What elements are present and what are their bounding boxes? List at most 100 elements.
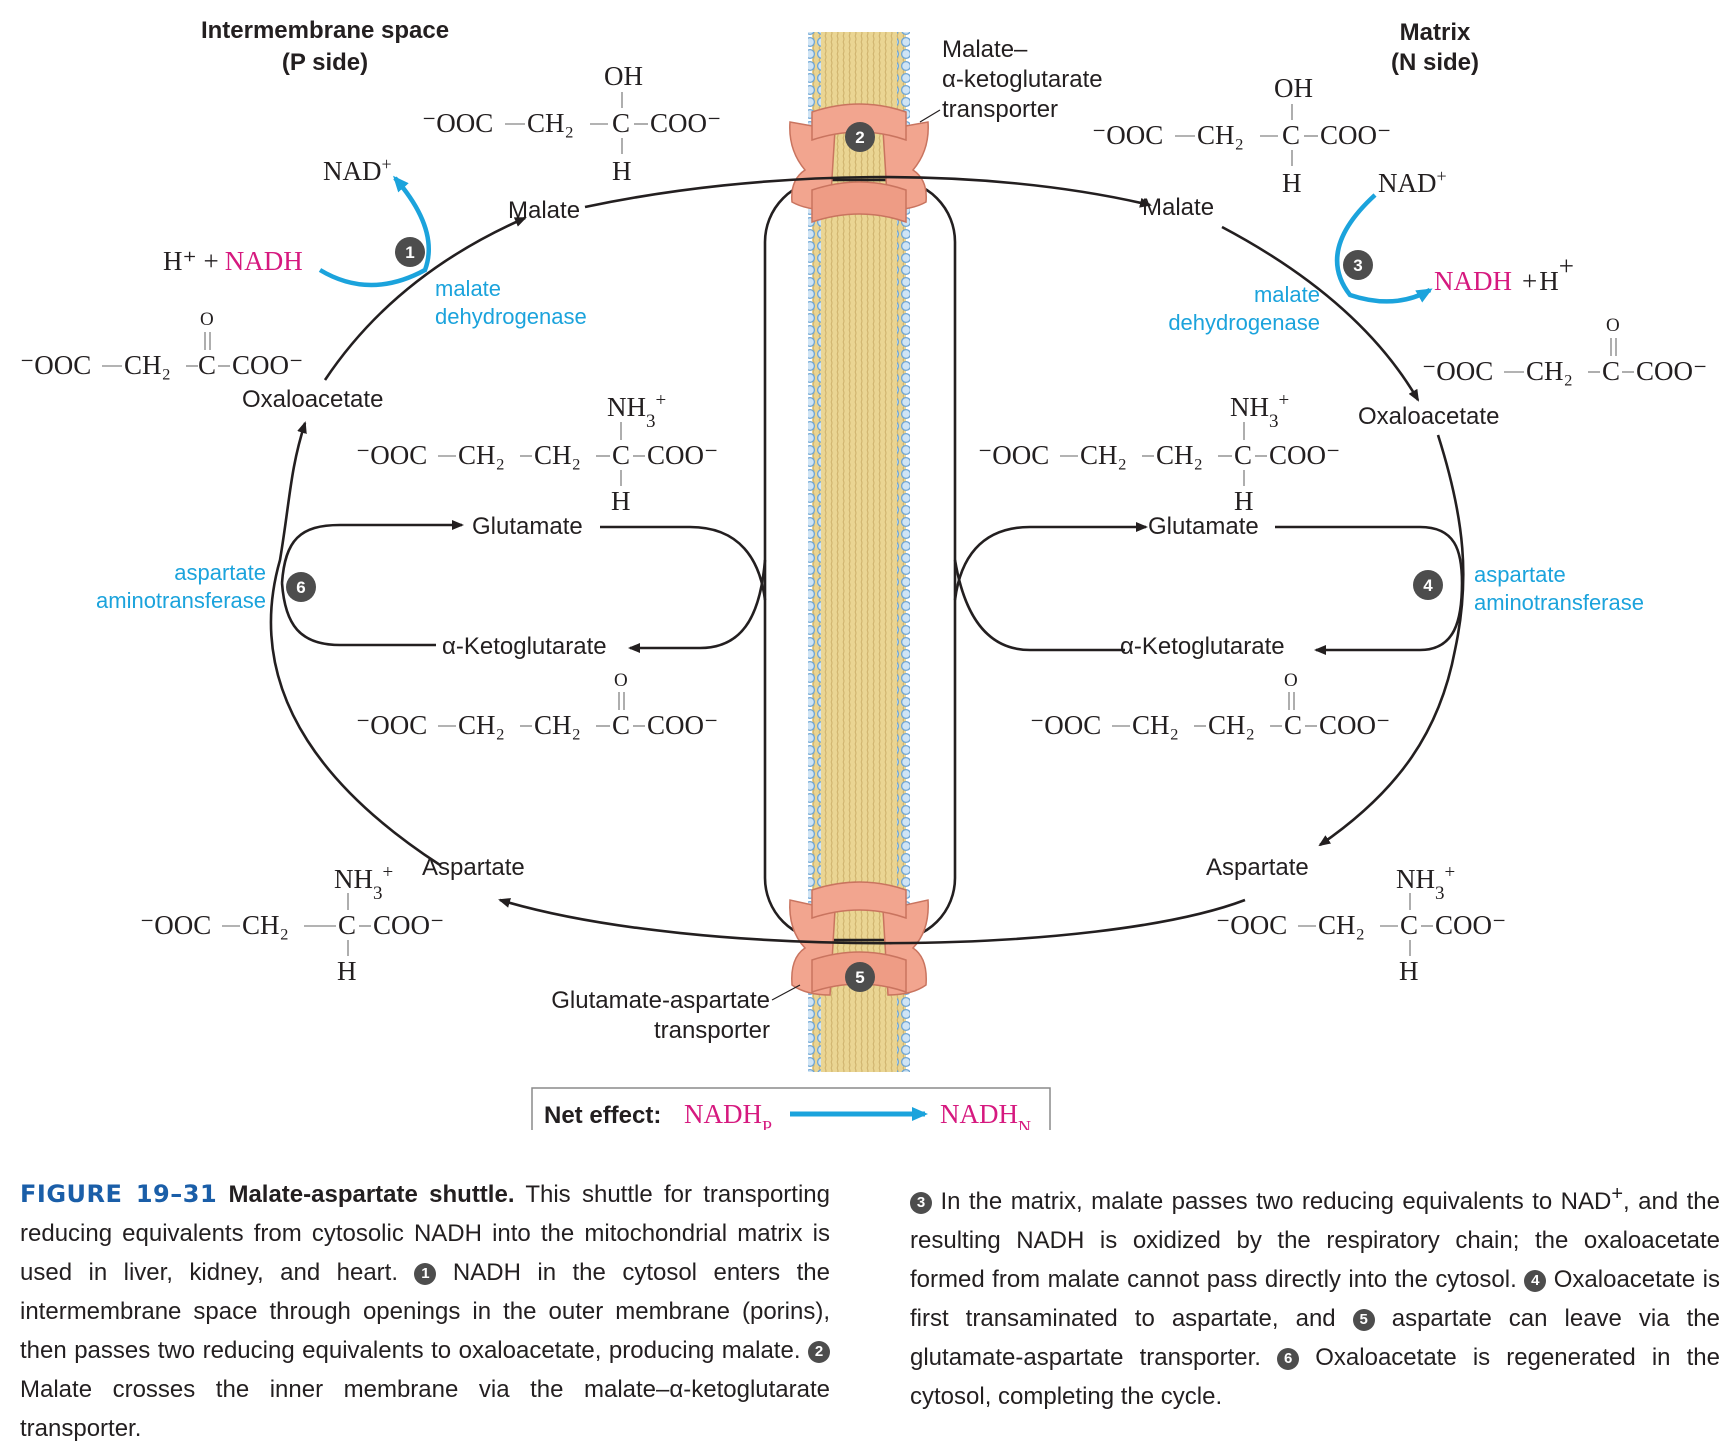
svg-text:CH₂: CH₂ bbox=[458, 710, 505, 740]
shuttle-diagram: Intermembrane space (P side) Matrix (N s… bbox=[20, 17, 1707, 1130]
svg-text:4: 4 bbox=[1423, 576, 1433, 595]
step-marker-1: 1 bbox=[395, 237, 425, 267]
svg-text:COO⁻: COO⁻ bbox=[1269, 440, 1340, 470]
malate-structure-left: OH ⁻OOC CH₂ C COO⁻ H bbox=[422, 61, 721, 186]
svg-text:NH3+: NH3+ bbox=[1230, 390, 1289, 432]
svg-text:CH₂: CH₂ bbox=[1197, 120, 1244, 150]
arrow-malate-transport bbox=[584, 175, 1152, 209]
step-marker-6: 6 bbox=[286, 572, 316, 602]
arrow-aspartate-to-oxaloacetate bbox=[269, 421, 441, 867]
svg-text:O: O bbox=[1284, 670, 1298, 691]
svg-text:COO⁻: COO⁻ bbox=[1320, 120, 1391, 150]
svg-text:CH₂: CH₂ bbox=[534, 710, 581, 740]
ga-transporter-label-2: transporter bbox=[654, 1017, 770, 1044]
svg-text:NH3+: NH3+ bbox=[1396, 862, 1455, 904]
ga-transporter-label-1: Glutamate-aspartate bbox=[551, 987, 770, 1014]
svg-text:CH₂: CH₂ bbox=[124, 350, 171, 380]
aspartate-label-left: Aspartate bbox=[422, 854, 525, 881]
caption-step-5-icon: 5 bbox=[1352, 1309, 1375, 1331]
aspartate-structure-left: NH3+ ⁻OOC CH₂ C COO⁻ H bbox=[140, 862, 444, 987]
nadh-h-plus-right: NADH+H+ bbox=[1434, 251, 1574, 296]
caption-step-6-icon: 6 bbox=[1277, 1348, 1300, 1370]
svg-text:1: 1 bbox=[405, 243, 414, 262]
figure-title: Malate-aspartate shuttle. bbox=[228, 1181, 515, 1208]
svg-text:H: H bbox=[611, 486, 631, 516]
malate-dh-label-right-1: malate bbox=[1254, 282, 1320, 307]
svg-text:OH: OH bbox=[1274, 73, 1313, 103]
svg-text:⁻OOC: ⁻OOC bbox=[356, 710, 427, 740]
svg-text:O: O bbox=[200, 309, 214, 330]
svg-text:CH₂: CH₂ bbox=[1132, 710, 1179, 740]
p-side-title: Intermembrane space bbox=[201, 17, 449, 44]
asp-at-label-right-1: aspartate bbox=[1474, 562, 1566, 587]
figure-caption: FIGURE 19–31 Malate-aspartate shuttle. T… bbox=[20, 1175, 1721, 1442]
oxaloacetate-structure-left: O ⁻OOC CH₂ C COO⁻ bbox=[20, 309, 303, 380]
net-effect-box: Net effect: NADHP NADHN bbox=[531, 1087, 1051, 1130]
glutamate-label-right: Glutamate bbox=[1148, 513, 1259, 540]
arrow-glutamate-to-membrane-left bbox=[600, 525, 767, 601]
caption-step-4-icon: 4 bbox=[1524, 1270, 1547, 1292]
step-marker-5: 5 bbox=[845, 962, 875, 992]
arrow-to-left-ketoglutarate bbox=[280, 582, 436, 647]
malate-label-left: Malate bbox=[508, 197, 580, 224]
svg-text:C: C bbox=[612, 440, 630, 470]
asp-at-label-left-1: aspartate bbox=[174, 560, 266, 585]
arrow-aspartate-transport bbox=[498, 898, 1246, 945]
svg-text:2: 2 bbox=[855, 128, 864, 147]
svg-text:CH₂: CH₂ bbox=[534, 440, 581, 470]
svg-text:⁻OOC: ⁻OOC bbox=[140, 910, 211, 940]
caption-step-3b: , and the resulting NADH is oxidized by … bbox=[910, 1188, 1720, 1293]
svg-text:C: C bbox=[1284, 710, 1302, 740]
svg-text:C: C bbox=[1282, 120, 1300, 150]
svg-text:H: H bbox=[1234, 486, 1254, 516]
svg-text:COO⁻: COO⁻ bbox=[647, 440, 718, 470]
malate-dh-label-right-2: dehydrogenase bbox=[1168, 310, 1320, 335]
p-side-subtitle: (P side) bbox=[282, 49, 368, 76]
svg-text:CH₂: CH₂ bbox=[1208, 710, 1255, 740]
svg-text:CH₂: CH₂ bbox=[1318, 910, 1365, 940]
svg-text:O: O bbox=[1606, 315, 1620, 336]
oxaloacetate-structure-right: O ⁻OOC CH₂ C COO⁻ bbox=[1422, 315, 1707, 386]
mkg-transporter-label-1: Malate– bbox=[942, 36, 1028, 63]
malate-dh-label-left-2: dehydrogenase bbox=[435, 304, 587, 329]
svg-text:C: C bbox=[1234, 440, 1252, 470]
nad-plus-left: NAD+ bbox=[323, 154, 392, 186]
figure-number: FIGURE 19–31 bbox=[20, 1180, 218, 1208]
arrow-right-nad-to-nadh bbox=[1334, 193, 1433, 304]
caption-step-3a: In the matrix, malate passes two reducin… bbox=[940, 1188, 1612, 1215]
svg-text:CH₂: CH₂ bbox=[1080, 440, 1127, 470]
caption-plus: + bbox=[1611, 1183, 1624, 1205]
caption-step-2-icon: 2 bbox=[808, 1341, 831, 1363]
svg-text:COO⁻: COO⁻ bbox=[650, 108, 721, 138]
malate-label-right: Malate bbox=[1142, 194, 1214, 221]
net-effect-to: NADHN bbox=[940, 1099, 1031, 1130]
svg-text:C: C bbox=[198, 350, 216, 380]
svg-text:⁻OOC: ⁻OOC bbox=[422, 108, 493, 138]
asp-at-label-left-2: aminotransferase bbox=[96, 588, 266, 613]
svg-text:NH3+: NH3+ bbox=[334, 862, 393, 904]
svg-text:H: H bbox=[1399, 956, 1419, 986]
arrow-malate-to-oxaloacetate bbox=[1221, 225, 1420, 402]
caption-step-3-icon: 3 bbox=[910, 1192, 932, 1214]
h-plus-nadh-left: H⁺ +NADH bbox=[163, 246, 303, 276]
step-marker-2: 2 bbox=[845, 122, 875, 152]
glutamate-structure-left: NH3+ ⁻OOC CH₂ CH₂ C COO⁻ H bbox=[356, 390, 718, 517]
svg-text:C: C bbox=[612, 108, 630, 138]
caption-step-4: Oxaloacetate is first transaminated to a… bbox=[910, 1266, 1720, 1332]
svg-text:⁻OOC: ⁻OOC bbox=[356, 440, 427, 470]
malate-akg-transporter bbox=[789, 103, 929, 224]
oxaloacetate-label-right: Oxaloacetate bbox=[1358, 403, 1499, 430]
caption-step-6: Oxaloacetate is regenerated in the cytos… bbox=[910, 1344, 1721, 1410]
svg-text:⁻OOC: ⁻OOC bbox=[1030, 710, 1101, 740]
malate-dh-label-left-1: malate bbox=[435, 276, 501, 301]
caption-step-1-icon: 1 bbox=[414, 1263, 437, 1285]
arrow-left-nadh-to-nad bbox=[318, 175, 431, 288]
ketoglutarate-label-right: α-Ketoglutarate bbox=[1120, 633, 1285, 660]
svg-text:COO⁻: COO⁻ bbox=[647, 710, 718, 740]
arrow-left-to-glutamate bbox=[280, 520, 464, 584]
svg-text:⁻OOC: ⁻OOC bbox=[1422, 356, 1493, 386]
asp-at-label-right-2: aminotransferase bbox=[1474, 590, 1644, 615]
svg-text:6: 6 bbox=[296, 578, 305, 597]
svg-text:CH₂: CH₂ bbox=[1156, 440, 1203, 470]
ketoglutarate-label-left: α-Ketoglutarate bbox=[442, 633, 607, 660]
